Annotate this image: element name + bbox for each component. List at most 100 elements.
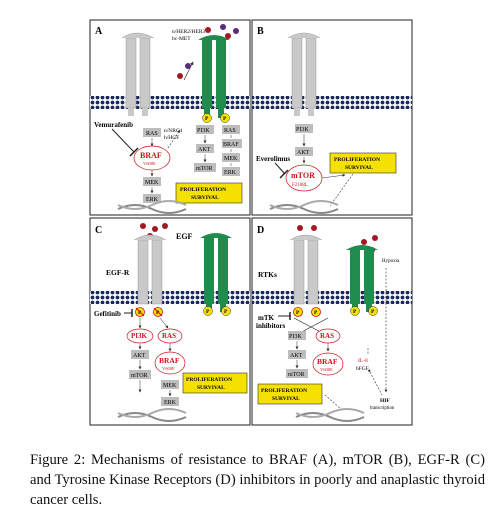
node-mek <box>143 177 161 186</box>
svg-text:ERK: ERK <box>224 170 237 176</box>
svg-text:mTOR: mTOR <box>291 171 315 180</box>
node-akt <box>295 147 313 156</box>
svg-text:AKT: AKT <box>290 353 303 359</box>
ligand-dot <box>233 28 239 34</box>
ligand-label-1: n/HER2/HER3 <box>172 29 206 35</box>
receptor-label: RTKs <box>258 270 277 279</box>
gray-receptor <box>133 234 167 305</box>
ligand-dot <box>220 24 226 30</box>
ligand-dot <box>205 27 211 33</box>
svg-text:SURVIVAL: SURVIVAL <box>345 165 373 171</box>
drug-label-2: inhibitors <box>256 322 285 330</box>
node-pi3k <box>196 125 214 134</box>
svg-text:RAS: RAS <box>162 332 176 340</box>
figure-label: Figure 2: <box>30 452 86 468</box>
outcome-box <box>175 182 243 204</box>
svg-text:SURVIVAL: SURVIVAL <box>191 195 219 201</box>
node-pi3k <box>126 328 154 344</box>
outcome-box <box>182 372 248 394</box>
phospho-p <box>203 306 213 316</box>
panel-a: A n/HER2/HER3 bc-MET P <box>89 19 251 216</box>
drug-label: Everolimus <box>256 155 290 163</box>
node-braf <box>222 139 242 148</box>
node-braf-mutant <box>312 352 344 376</box>
node-ras <box>143 128 161 137</box>
node-akt <box>196 144 214 153</box>
svg-text:P: P <box>206 309 210 315</box>
phospho-p <box>368 306 378 316</box>
svg-text:P: P <box>205 116 209 122</box>
node-erk-2 <box>222 167 240 176</box>
svg-text:SURVIVAL: SURVIVAL <box>197 385 225 391</box>
gray-receptor <box>287 32 321 116</box>
svg-text:mTOR: mTOR <box>196 166 213 172</box>
svg-text:BRAF: BRAF <box>223 142 239 148</box>
svg-text:PI3K: PI3K <box>289 334 302 340</box>
phospho-p <box>350 306 360 316</box>
panel-d-letter: D <box>257 225 264 236</box>
panel-b-letter: B <box>257 26 264 37</box>
svg-text:RAS: RAS <box>224 128 236 134</box>
svg-text:P: P <box>371 309 375 315</box>
figure-caption: Figure 2: Mechanisms of resistance to BR… <box>30 450 485 510</box>
svg-text:AKT: AKT <box>198 147 211 153</box>
svg-text:PI3K: PI3K <box>296 127 309 133</box>
svg-text:PI3K: PI3K <box>197 128 210 134</box>
svg-text:MEK: MEK <box>145 180 159 186</box>
svg-text:PI3K: PI3K <box>131 332 148 340</box>
svg-text:mTOR: mTOR <box>131 373 148 379</box>
factor-bfgf: bFGF <box>356 366 369 372</box>
svg-text:MEK: MEK <box>224 156 238 162</box>
svg-text:ERK: ERK <box>164 400 177 406</box>
node-pi3k <box>288 331 306 340</box>
panel-b-frame <box>251 19 413 216</box>
svg-text:RAS: RAS <box>320 332 334 340</box>
ligand-dot <box>185 63 191 69</box>
svg-text:V600E: V600E <box>143 161 156 166</box>
svg-text:AKT: AKT <box>133 353 146 359</box>
svg-text:BRAF: BRAF <box>159 356 180 365</box>
hypoxia-label: Hypoxia <box>382 259 400 264</box>
node-braf-mutant <box>154 351 186 375</box>
outcome-box <box>257 383 323 405</box>
panel-c: C EGF EGF-R P P P P Gefitinib <box>89 217 251 426</box>
phospho-p-blocked <box>311 307 321 317</box>
node-mtor <box>194 163 216 172</box>
figure-diagram: A n/HER2/HER3 bc-MET P <box>89 19 413 426</box>
node-pi3k <box>295 124 313 133</box>
ligand-label: EGF <box>176 232 193 241</box>
cell-membrane <box>252 291 412 304</box>
ligand-dot <box>225 33 231 39</box>
phospho-p <box>221 306 231 316</box>
svg-text:BRAF: BRAF <box>317 357 338 366</box>
svg-text:ERK: ERK <box>146 197 159 203</box>
ligand-dot <box>177 73 183 79</box>
svg-text:PROLIFERATION: PROLIFERATION <box>186 377 232 383</box>
node-akt <box>131 350 149 359</box>
node-mek-2 <box>222 153 240 162</box>
node-mtor <box>286 369 308 378</box>
drug-label: Vemurafenib <box>94 121 133 129</box>
panel-b: B PI3K AKT mTOR F2108L Everolimus PROLIF… <box>251 19 413 216</box>
hif-sublabel: transcription <box>370 406 395 411</box>
panel-a-letter: A <box>95 26 103 37</box>
gray-receptor <box>121 32 155 116</box>
drug-label: Gefitinib <box>94 310 121 318</box>
svg-text:F2108L: F2108L <box>292 183 308 188</box>
svg-text:PROLIFERATION: PROLIFERATION <box>334 157 380 163</box>
svg-text:PROLIFERATION: PROLIFERATION <box>180 187 226 193</box>
outcome-box <box>329 152 397 174</box>
svg-text:MEK: MEK <box>163 383 177 389</box>
svg-text:AKT: AKT <box>297 150 310 156</box>
cell-membrane <box>252 96 412 109</box>
drug-label-1: mTK <box>258 314 275 322</box>
svg-text:V600E: V600E <box>162 366 175 371</box>
phospho-p <box>202 113 212 123</box>
node-mek <box>161 380 179 389</box>
svg-text:mTOR: mTOR <box>288 372 305 378</box>
factor-il8: IL-8 <box>358 358 368 364</box>
svg-text:P: P <box>296 310 300 316</box>
node-ras-2 <box>222 125 240 134</box>
svg-text:P: P <box>156 310 160 316</box>
phospho-p-blocked <box>293 307 303 317</box>
